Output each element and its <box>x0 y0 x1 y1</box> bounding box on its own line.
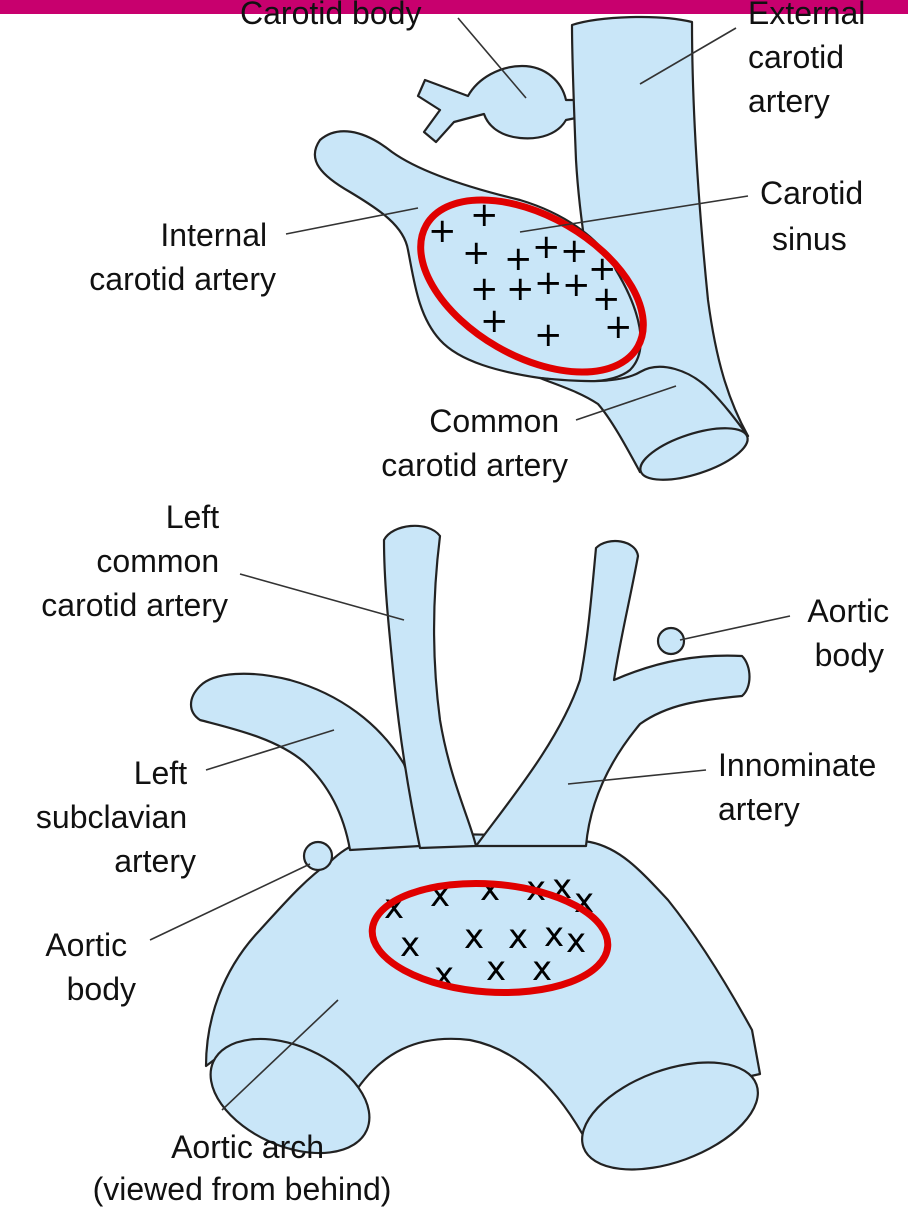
label-external-carotid: External carotid artery <box>748 0 874 119</box>
receptor-mark: x <box>400 925 420 965</box>
label-common-carotid: Common carotid artery <box>381 403 568 483</box>
label-aortic-body-right: Aortic body <box>807 593 898 673</box>
receptor-mark: x <box>508 917 528 957</box>
receptor-mark: x <box>464 917 484 957</box>
carotid-body <box>418 66 576 142</box>
left-subclavian-artery <box>191 674 420 850</box>
innominate-artery <box>476 541 750 846</box>
label-carotid-body: Carotid body <box>240 0 421 31</box>
aortic-arch-region: x x x x x x x x x x x x x x Left common … <box>36 499 898 1207</box>
receptor-mark: + <box>534 263 563 303</box>
aortic-body-right <box>658 628 684 654</box>
receptor-mark: + <box>462 233 491 273</box>
receptor-mark: + <box>604 307 633 347</box>
receptor-mark: x <box>532 949 552 989</box>
receptor-mark: + <box>532 227 561 267</box>
receptor-mark: + <box>506 269 535 309</box>
receptor-mark: x <box>486 949 506 989</box>
leader-left-common-carotid <box>240 574 404 620</box>
label-left-common-carotid: Left common carotid artery <box>41 499 228 623</box>
receptor-mark: x <box>430 875 450 915</box>
receptor-mark: + <box>562 265 591 305</box>
label-innominate: Innominate artery <box>718 747 885 827</box>
receptor-mark: x <box>480 869 500 909</box>
label-carotid-sinus: Carotid sinus <box>760 175 872 257</box>
label-internal-carotid: Internal carotid artery <box>89 217 276 297</box>
receptor-mark: x <box>566 921 586 961</box>
label-aortic-body-left: Aortic body <box>45 927 136 1007</box>
receptor-mark: + <box>534 315 563 355</box>
label-left-subclavian: Left subclavian artery <box>36 755 196 879</box>
leader-aortic-body-right <box>680 616 790 640</box>
aortic-body-left <box>304 842 332 870</box>
carotid-bifurcation: + + + + + + + + + + + + + + + Carotid bo… <box>89 0 874 490</box>
